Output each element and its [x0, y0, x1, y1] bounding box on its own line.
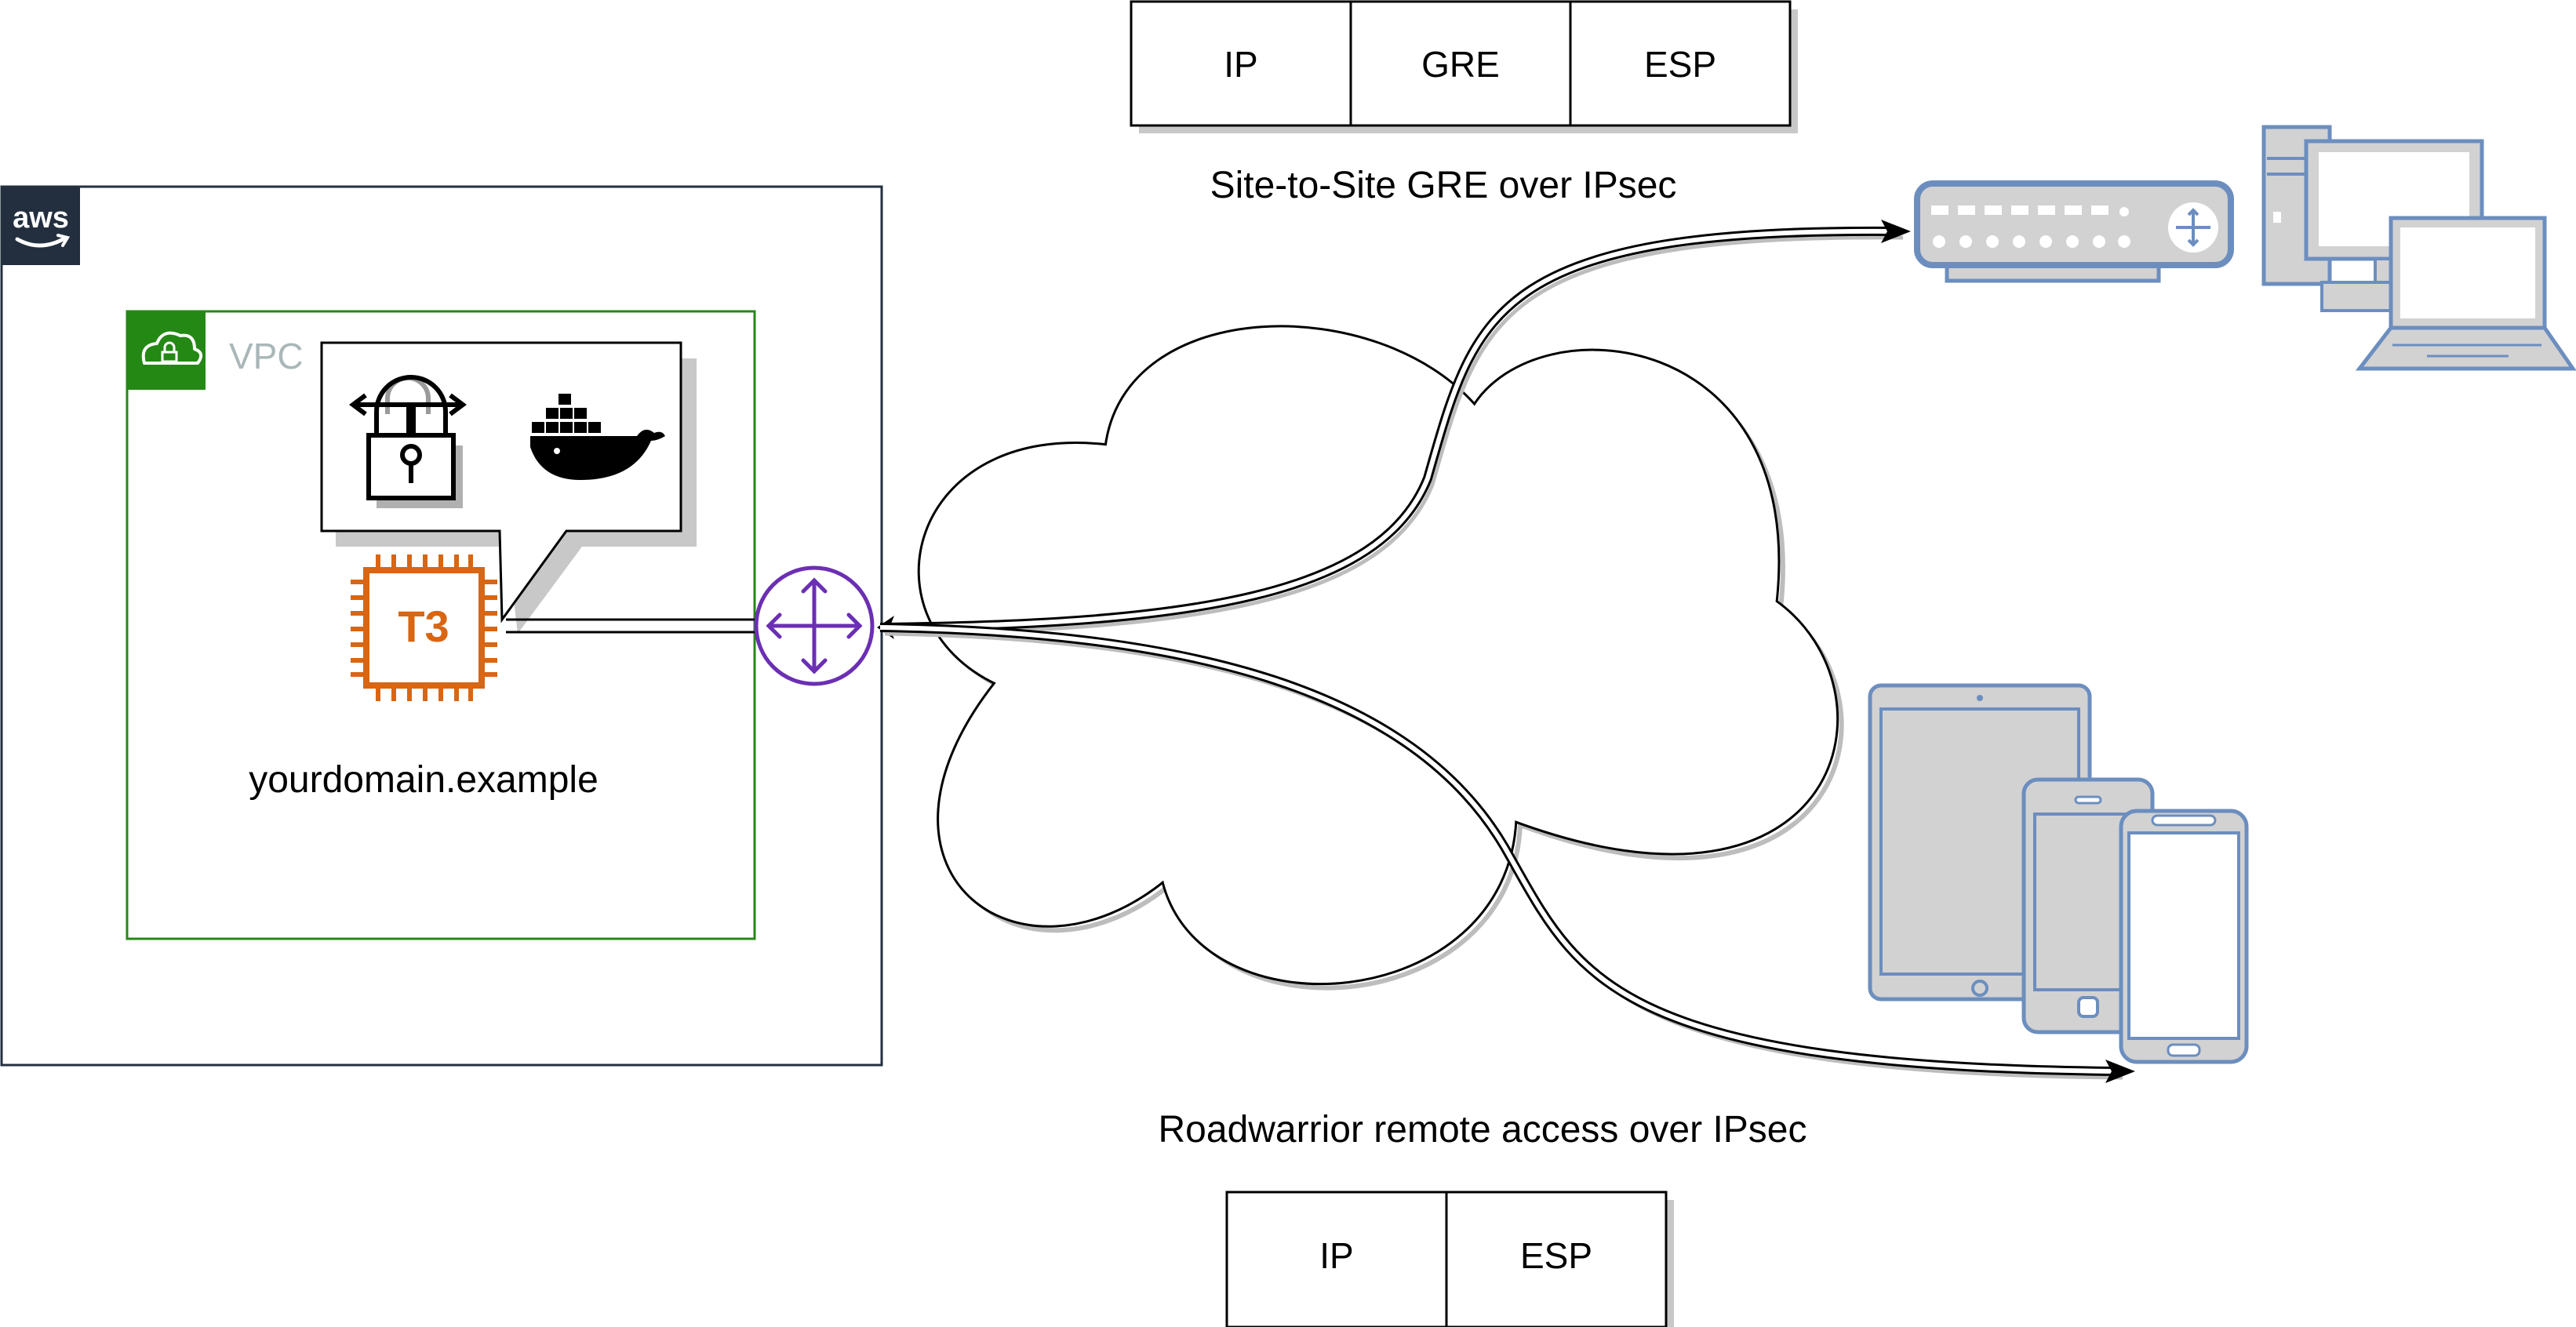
tablet-phone-icon	[1868, 683, 2249, 1064]
roadwarrior-packet: IP ESP	[1225, 1191, 1674, 1327]
site-to-site-caption: Site-to-Site GRE over IPsec	[1210, 165, 1677, 206]
docker-whale-icon	[530, 394, 665, 480]
roadwarrior-caption: Roadwarrior remote access over IPsec	[1159, 1109, 1807, 1151]
desktop-laptop-icon	[2261, 125, 2576, 371]
site-to-site-tunnel	[877, 220, 1911, 639]
padlock-vpn-icon	[349, 375, 467, 508]
instance-type-label: T3	[398, 602, 449, 651]
services-callout	[320, 341, 697, 634]
aws-cloud-group: aws	[0, 185, 883, 1067]
router-icon	[754, 565, 875, 686]
rack-router-icon	[1914, 180, 2234, 283]
packet-field-ip: IP	[1319, 1235, 1353, 1276]
site-to-site-packet: IP GRE ESP	[1130, 0, 1798, 133]
vpc-label: VPC	[229, 336, 304, 376]
roadwarrior-tunnel	[879, 623, 2135, 1083]
aws-badge-text: aws	[13, 202, 69, 234]
internet-cloud-icon	[917, 325, 1844, 991]
ec2-t3-chip-icon: T3	[351, 554, 497, 701]
vpc-cloud-lock-icon	[127, 311, 206, 390]
aws-logo-icon: aws	[2, 187, 80, 265]
instance-router-link	[506, 618, 755, 634]
packet-field-gre: GRE	[1421, 44, 1500, 85]
domain-label: yourdomain.example	[249, 759, 599, 801]
packet-field-ip: IP	[1224, 44, 1257, 85]
packet-field-esp: ESP	[1644, 44, 1716, 85]
packet-field-esp: ESP	[1520, 1235, 1592, 1276]
